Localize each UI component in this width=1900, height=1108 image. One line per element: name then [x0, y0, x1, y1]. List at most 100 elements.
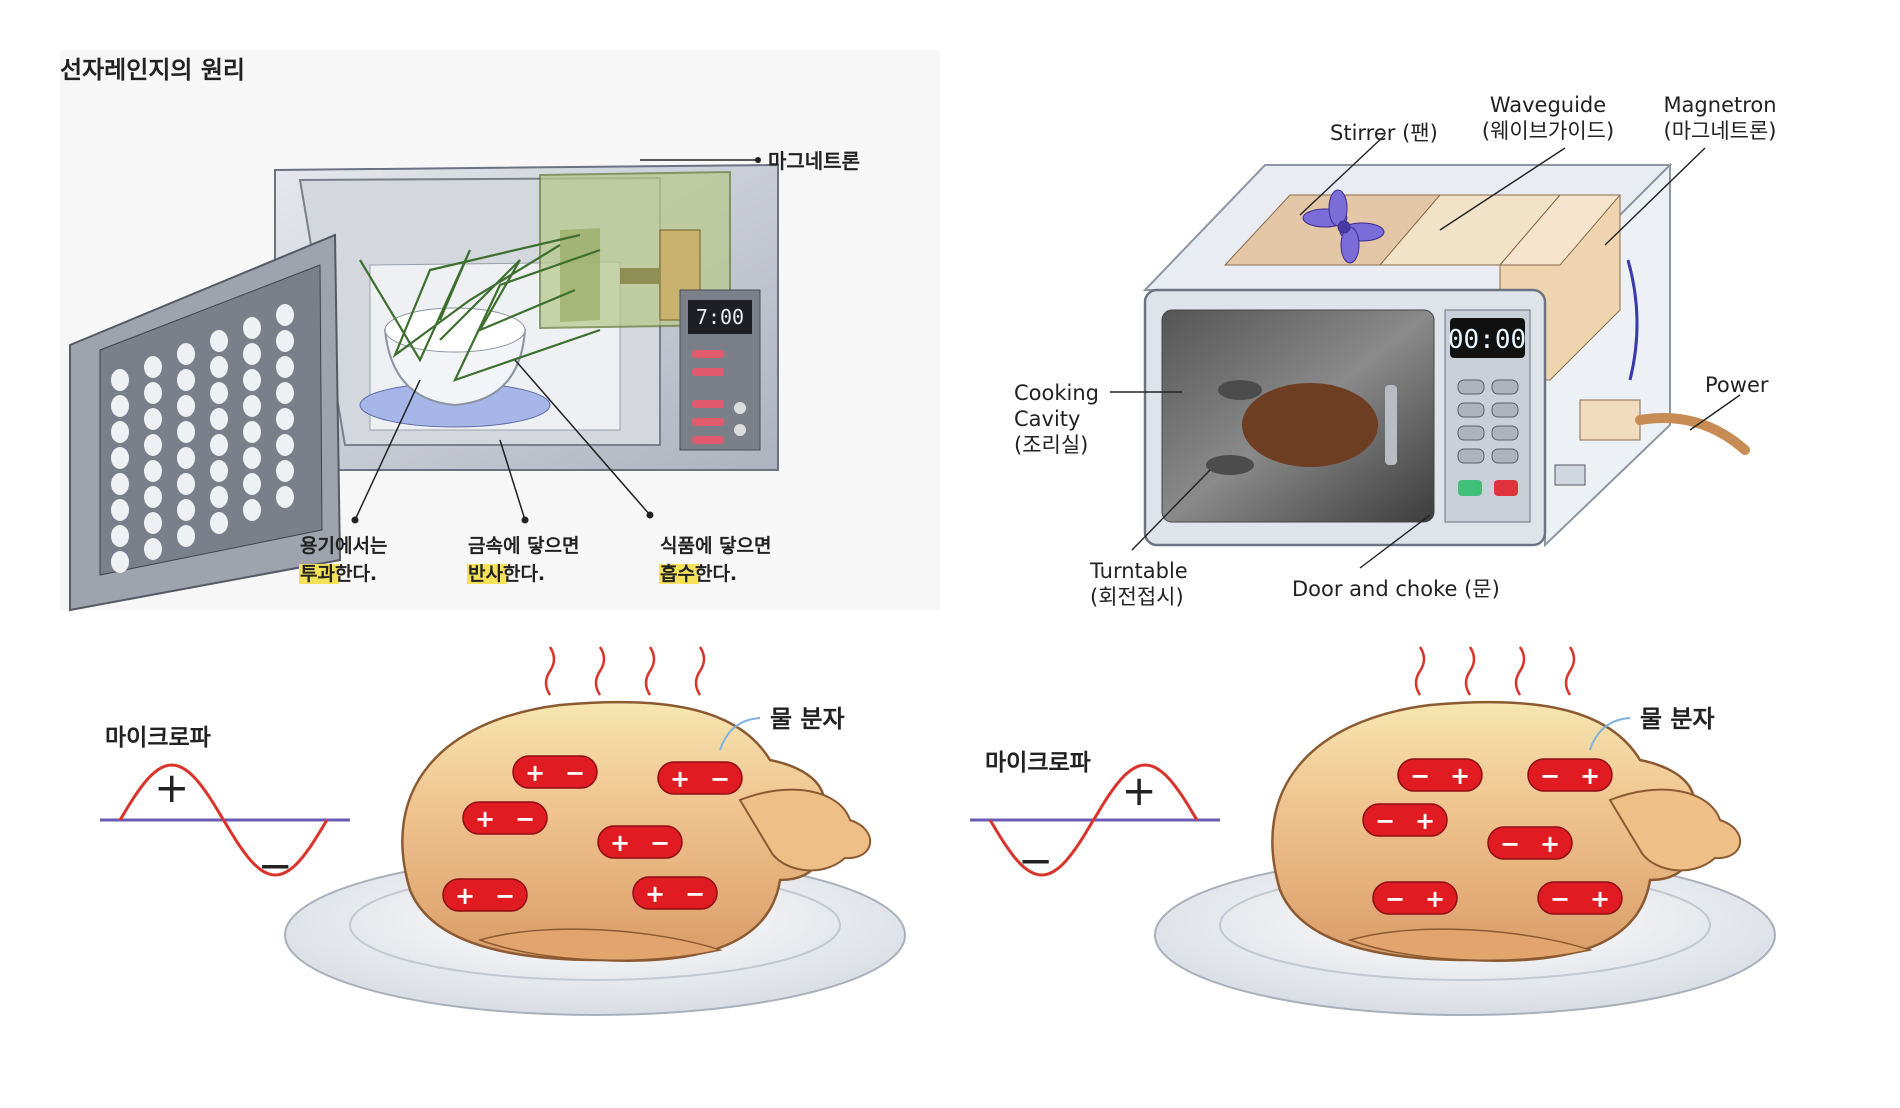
water-molecule: [1362, 803, 1448, 837]
caption-reflect: 금속에 닿으면 반사한다.: [467, 535, 580, 585]
steam-icon: [1464, 646, 1476, 696]
caption-reflect-hl: 반사: [468, 563, 503, 585]
door-hole: [243, 395, 261, 417]
door-hole: [177, 421, 195, 443]
cooking-cavity-label: Cooking: [1014, 381, 1099, 405]
magnetron-box-top: [1498, 194, 1622, 266]
magnetron-label-ko: (마그네트론): [1664, 119, 1777, 143]
door-hole: [243, 473, 261, 495]
molecule-right-pole: +: [1425, 885, 1445, 913]
door-hole: [210, 356, 228, 378]
stop-button: [1494, 480, 1518, 496]
water-molecule: [1487, 826, 1573, 860]
door-choke-label: Door and choke (문): [1292, 577, 1500, 601]
door-hole: [144, 434, 162, 456]
water-molecule: [597, 825, 683, 859]
molecule-left-pole: +: [455, 882, 475, 910]
display-readout: 00:00: [1448, 325, 1526, 355]
water-molecule-label: 물 분자: [1640, 705, 1715, 733]
caption-reflect-highlight: [467, 564, 507, 584]
molecule-right-pole: +: [1450, 762, 1470, 790]
door-hole: [210, 330, 228, 352]
molecule-left-pole: −: [1375, 807, 1395, 835]
panel2-leaders: [1110, 134, 1741, 569]
display-time: 7:00: [696, 305, 744, 329]
caption-reflect-rest: 한다.: [503, 563, 545, 585]
caption-dot-3: [646, 511, 654, 519]
chicken-leg: [738, 788, 871, 872]
door-hole: [210, 512, 228, 534]
start-button: [1458, 480, 1482, 496]
water-leader: [1589, 717, 1631, 751]
door-hole: [111, 447, 129, 469]
magnetron-label: Magnetron: [1663, 93, 1776, 117]
molecule-right-pole: +: [1580, 762, 1600, 790]
door-hole: [144, 356, 162, 378]
rice: [384, 307, 526, 353]
door-hole: [177, 343, 195, 365]
chicken-in-cavity: [1206, 380, 1378, 475]
door-hole: [276, 330, 294, 352]
magnetron-leader-dot: [755, 157, 761, 163]
door-hole: [111, 499, 129, 521]
chicken-wing: [1347, 928, 1593, 961]
water-molecule: [512, 755, 598, 789]
caption-transmit-rest: 한다.: [335, 563, 377, 585]
stirrer-fan-icon: [1302, 189, 1385, 264]
panel1-microwave-cutaway: 선자레인지의 원리 7:00: [60, 50, 940, 612]
molecule-left-pole: +: [670, 765, 690, 793]
caption-absorb-line2: 흡수한다.: [660, 562, 737, 585]
water-molecule: [1537, 881, 1623, 915]
door-hole: [276, 356, 294, 378]
microwave-sine: [988, 763, 1199, 877]
caption-absorb: 식품에 닿으면 흡수한다.: [659, 535, 772, 585]
wave-plus-sign: +: [154, 763, 189, 812]
caption-absorb-rest: 한다.: [695, 563, 737, 585]
circuit-part: [1554, 464, 1586, 486]
magnetron-antenna: [620, 268, 660, 284]
display-screen: [688, 300, 752, 334]
molecule-right-pole: −: [685, 880, 705, 908]
door-hole: [111, 369, 129, 391]
water-molecule: [632, 876, 718, 910]
water-molecule-label: 물 분자: [770, 705, 845, 733]
panel2-microwave-parts: 00:00 Stirrer (팬) Waveguide (웨이브가이드) Mag…: [1014, 93, 1777, 609]
door-hole: [243, 447, 261, 469]
steam-icon: [594, 646, 606, 696]
caption-transmit: 용기에서는 투과한다.: [299, 535, 387, 585]
door-hole: [111, 473, 129, 495]
door-perforation: [111, 304, 294, 573]
caption-transmit-highlight: [299, 564, 339, 584]
cooking-cavity-label-ko: (조리실): [1014, 433, 1088, 457]
door-hole: [177, 525, 195, 547]
door-hole: [144, 382, 162, 404]
molecule-left-pole: +: [525, 759, 545, 787]
waveguide-label-ko: (웨이브가이드): [1482, 119, 1614, 143]
molecule-right-pole: −: [515, 805, 535, 833]
door-hole: [177, 447, 195, 469]
molecule-left-pole: −: [1550, 885, 1570, 913]
microwave-rays: [359, 233, 601, 382]
water-molecule: [1372, 881, 1458, 915]
molecule-left-pole: +: [610, 829, 630, 857]
door-hole: [210, 408, 228, 430]
steam-icon: [644, 646, 656, 696]
caption-transmit-line2: 투과한다.: [300, 563, 377, 585]
panel1-title: 선자레인지의 원리: [60, 56, 245, 84]
steam-icon: [1514, 646, 1526, 696]
stirrer-label: Stirrer (팬): [1330, 121, 1438, 145]
molecule-left-pole: +: [645, 880, 665, 908]
chicken-leg: [1608, 788, 1741, 872]
molecule-right-pole: +: [1540, 830, 1560, 858]
door-hole: [177, 395, 195, 417]
wave-minus-sign: −: [258, 841, 293, 890]
microwave-label: 마이크로파: [105, 725, 211, 751]
caption-dot-2: [521, 516, 529, 524]
molecule-right-pole: +: [1590, 885, 1610, 913]
waveguide-label: Waveguide: [1490, 93, 1606, 117]
door-hole: [276, 434, 294, 456]
caption-absorb-highlight: [659, 564, 699, 584]
door-hole: [243, 369, 261, 391]
